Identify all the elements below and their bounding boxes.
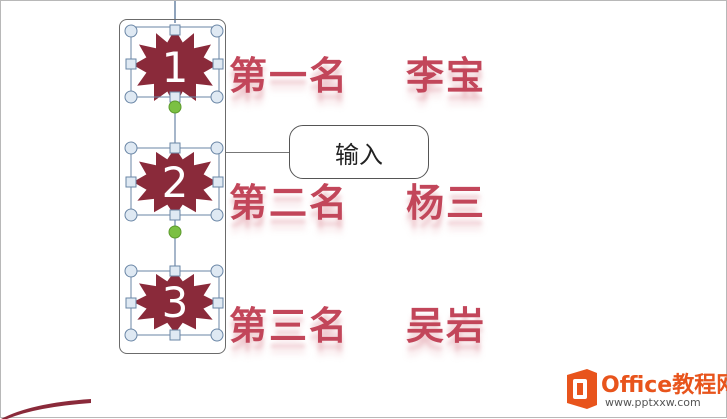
resize-handle — [212, 297, 224, 309]
resize-handle — [210, 141, 224, 155]
rotate-handle — [168, 100, 182, 114]
resize-handle — [210, 24, 224, 38]
resize-handle — [125, 58, 137, 70]
rank-label: 第一名 — [229, 54, 350, 98]
rank-name: 杨三 — [406, 181, 487, 225]
resize-handle — [124, 328, 138, 342]
rank-name: 李宝 — [406, 54, 487, 98]
resize-handle — [212, 176, 224, 188]
resize-handle — [169, 24, 181, 36]
resize-handle — [124, 90, 138, 104]
watermark-site-name: Office教程网 — [601, 373, 727, 398]
office-logo-icon — [567, 369, 597, 409]
resize-handle — [124, 264, 138, 278]
resize-handle — [124, 208, 138, 222]
resize-handle — [210, 264, 224, 278]
resize-handle — [169, 329, 181, 341]
rank-label: 第三名 — [229, 304, 350, 348]
resize-handle — [125, 297, 137, 309]
group-selection-outline[interactable] — [119, 19, 226, 354]
rank-label: 第二名 — [229, 181, 350, 225]
resize-handle — [212, 58, 224, 70]
resize-handle — [124, 141, 138, 155]
resize-handle — [125, 176, 137, 188]
resize-handle — [124, 24, 138, 38]
resize-handle — [169, 265, 181, 277]
resize-handle — [210, 328, 224, 342]
decorative-curve — [1, 399, 91, 419]
resize-handle — [169, 142, 181, 154]
resize-handle — [210, 90, 224, 104]
watermark-logo: Office教程网 www.pptxxw.com — [561, 363, 727, 415]
callout-bubble: 输入 — [289, 125, 429, 179]
rank-name: 吴岩 — [406, 304, 487, 348]
resize-handle — [210, 208, 224, 222]
resize-handle — [169, 209, 181, 221]
watermark-url: www.pptxxw.com — [605, 396, 701, 409]
rotate-handle — [168, 225, 182, 239]
rank-row-3: 3 第三名 吴岩 — [1, 267, 727, 357]
callout-pointer-line — [226, 152, 290, 153]
